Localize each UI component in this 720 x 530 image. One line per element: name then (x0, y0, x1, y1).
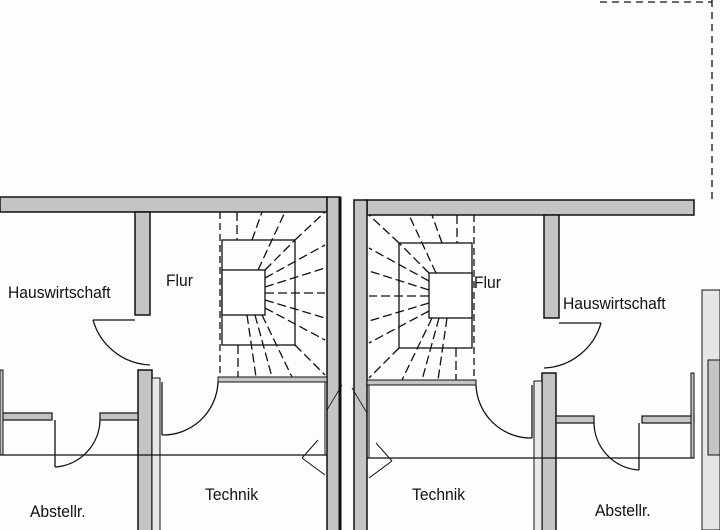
room-label-abstellraum-right: Abstellr. (595, 501, 651, 520)
room-label-technik-left: Technik (205, 485, 259, 504)
room-label-technik-right: Technik (412, 485, 466, 504)
room-label-flur-left: Flur (166, 271, 193, 290)
room-label-hauswirtschaft-left: Hauswirtschaft (8, 283, 111, 302)
room-label-flur-right: Flur (474, 273, 501, 292)
room-label-abstellraum-left: Abstellr. (30, 502, 86, 521)
right-unit (351, 199, 695, 530)
room-label-hauswirtschaft-right: Hauswirtschaft (563, 294, 666, 313)
left-unit (0, 196, 343, 530)
